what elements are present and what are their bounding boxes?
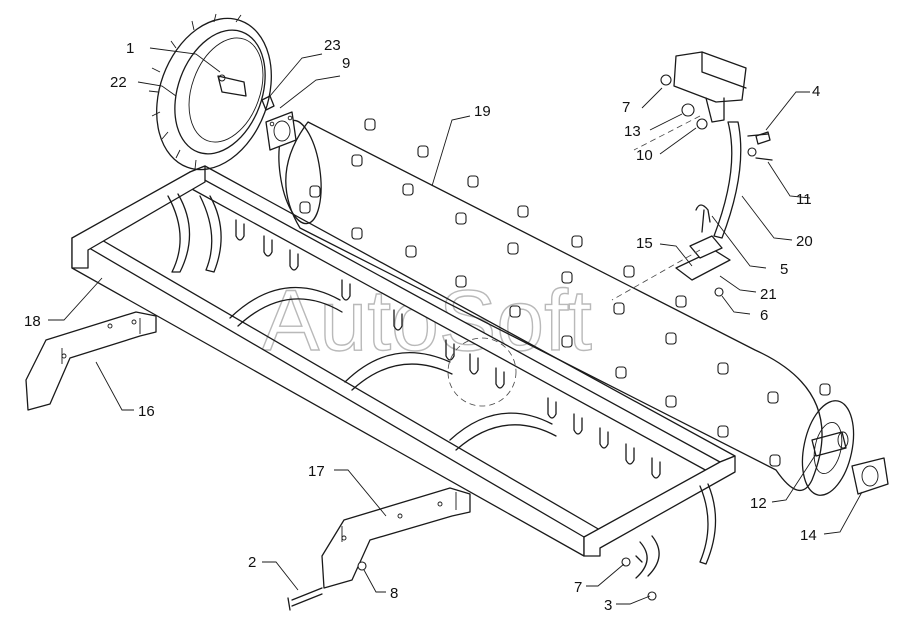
callout-13: 13 [624,123,641,140]
callout-6: 6 [760,307,768,324]
callout-17: 17 [308,463,325,480]
callout-15: 15 [636,235,653,252]
callout-16: 16 [138,403,155,420]
bolts [287,131,771,611]
callout-21: 21 [760,286,777,303]
callout-20: 20 [796,233,813,250]
frame-tines [235,219,661,479]
callout-11: 11 [796,191,812,208]
callout-18: 18 [24,313,41,330]
roller-drum [278,118,855,496]
callout-1: 1 [126,40,134,57]
callout-12: 12 [750,495,767,512]
callout-2: 2 [248,554,256,571]
callout-5: 5 [780,261,788,278]
watermark-text: AutoSoft [262,273,592,369]
mounting-bracket-left [25,311,157,411]
callouts: 1 23 9 22 19 7 13 10 4 11 20 5 15 21 6 1… [24,37,820,614]
callout-8: 8 [390,585,398,602]
callout-7-top: 7 [622,99,630,116]
callout-3: 3 [604,597,612,614]
callout-22: 22 [110,74,127,91]
flange-wheel [148,13,275,171]
drum-studs [299,118,831,467]
callout-4: 4 [812,83,820,100]
scraper-assembly [611,51,773,301]
bearing-plate-right [851,457,889,495]
leader-lines [48,47,863,605]
callout-9: 9 [342,55,350,72]
callout-19: 19 [474,103,491,120]
mounting-bracket-right [321,487,471,589]
callout-7-bottom: 7 [574,579,582,596]
callout-10: 10 [636,147,653,164]
main-frame [71,165,736,579]
callout-14: 14 [800,527,817,544]
bearing-plate-left [265,111,297,151]
callout-23: 23 [324,37,341,54]
